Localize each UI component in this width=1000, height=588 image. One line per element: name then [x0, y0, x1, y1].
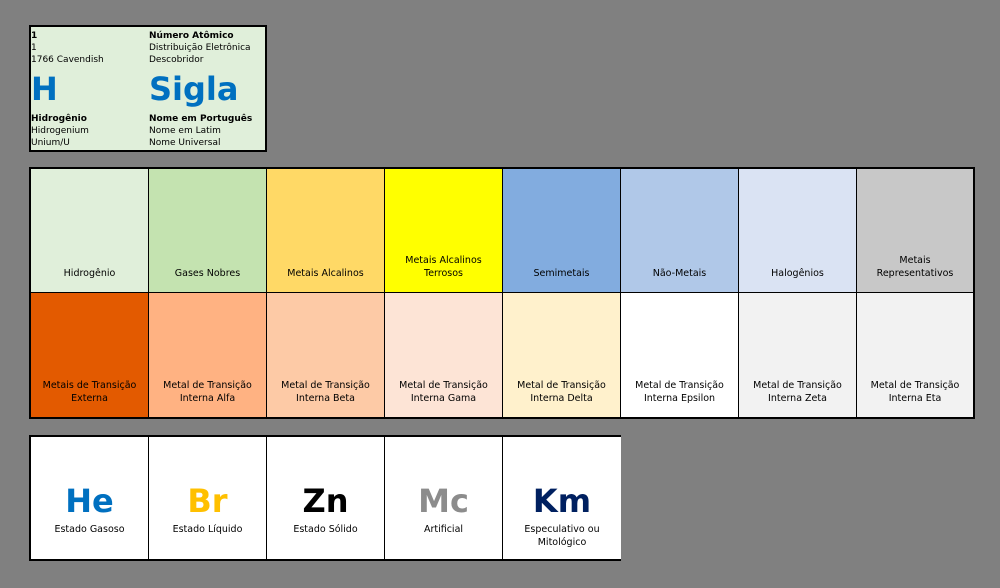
- category-cell: Não-Metais: [621, 169, 738, 292]
- key-name-pt-label: Nome em Português: [149, 114, 253, 124]
- state-symbol: Mc: [418, 482, 469, 520]
- category-label: Hidrogênio: [63, 268, 116, 279]
- category-label: Metal de Transição Interna Epsilon: [635, 380, 724, 404]
- key-discoverer-label: Descobridor: [149, 55, 204, 65]
- category-cell: Metal de Transição Interna Eta: [857, 293, 973, 417]
- key-description-cell: Número Atômico Distribuição Eletrônica D…: [149, 27, 265, 150]
- category-cell: Metais Representativos: [857, 169, 973, 292]
- state-label: Especulativo ou Mitológico: [524, 524, 600, 548]
- category-cell: Metais Alcalinos: [267, 169, 384, 292]
- key-example-cell: 1 1 1766 Cavendish H Hidrogênio Hidrogen…: [31, 27, 150, 150]
- state-symbol: Br: [187, 482, 228, 520]
- key-electron-config-label: Distribuição Eletrônica: [149, 43, 251, 53]
- category-label: Metais Alcalinos: [287, 268, 364, 279]
- key-name-latin: Hidrogenium: [31, 126, 89, 136]
- key-electron-config: 1: [31, 43, 37, 53]
- category-cell: Metal de Transição Interna Delta: [503, 293, 620, 417]
- category-label: Metal de Transição Interna Delta: [517, 380, 606, 404]
- category-cell: Metal de Transição Interna Gama: [385, 293, 502, 417]
- category-label: Metais Representativos: [876, 255, 954, 279]
- category-cell: Metais Alcalinos Terrosos: [385, 169, 502, 292]
- category-label: Metais Alcalinos Terrosos: [405, 255, 482, 279]
- category-cell: Hidrogênio: [31, 169, 148, 292]
- category-label: Metal de Transição Interna Eta: [870, 380, 960, 404]
- category-label: Halogênios: [771, 268, 824, 279]
- key-name-universal-label: Nome Universal: [149, 138, 221, 148]
- key-atomic-number-label: Número Atômico: [149, 31, 234, 41]
- category-label: Semimetais: [533, 268, 590, 279]
- key-symbol-label: Sigla: [149, 70, 239, 108]
- category-cell: Metal de Transição Interna Beta: [267, 293, 384, 417]
- element-key: 1 1 1766 Cavendish H Hidrogênio Hidrogen…: [29, 25, 267, 152]
- key-discoverer: 1766 Cavendish: [31, 55, 104, 65]
- category-cell: Metal de Transição Interna Zeta: [739, 293, 856, 417]
- key-name-universal: Unium/U: [31, 138, 70, 148]
- category-cell: Semimetais: [503, 169, 620, 292]
- category-cell: Metal de Transição Interna Epsilon: [621, 293, 738, 417]
- category-label: Gases Nobres: [174, 268, 241, 279]
- category-label: Metal de Transição Interna Zeta: [753, 380, 842, 404]
- key-symbol: H: [31, 70, 58, 108]
- key-atomic-number: 1: [31, 31, 38, 41]
- category-cell: Halogênios: [739, 169, 856, 292]
- category-label: Metais de Transição Externa: [42, 380, 137, 404]
- category-cell: Metal de Transição Interna Alfa: [149, 293, 266, 417]
- key-name-latin-label: Nome em Latim: [149, 126, 221, 136]
- category-label: Metal de Transição Interna Alfa: [163, 380, 252, 404]
- category-label: Metal de Transição Interna Beta: [281, 380, 370, 404]
- state-label: Estado Gasoso: [54, 524, 125, 535]
- state-symbol: He: [65, 482, 114, 520]
- category-cell: Gases Nobres: [149, 169, 266, 292]
- state-label: Estado Líquido: [172, 524, 243, 535]
- category-cell: Metais de Transição Externa: [31, 293, 148, 417]
- category-label: Não-Metais: [652, 268, 707, 279]
- state-label: Estado Sólido: [293, 524, 358, 535]
- state-symbol: Km: [532, 482, 592, 520]
- key-name-pt: Hidrogênio: [31, 114, 87, 124]
- category-label: Metal de Transição Interna Gama: [399, 380, 488, 404]
- state-label: Artificial: [423, 524, 464, 535]
- state-symbol: Zn: [302, 482, 349, 520]
